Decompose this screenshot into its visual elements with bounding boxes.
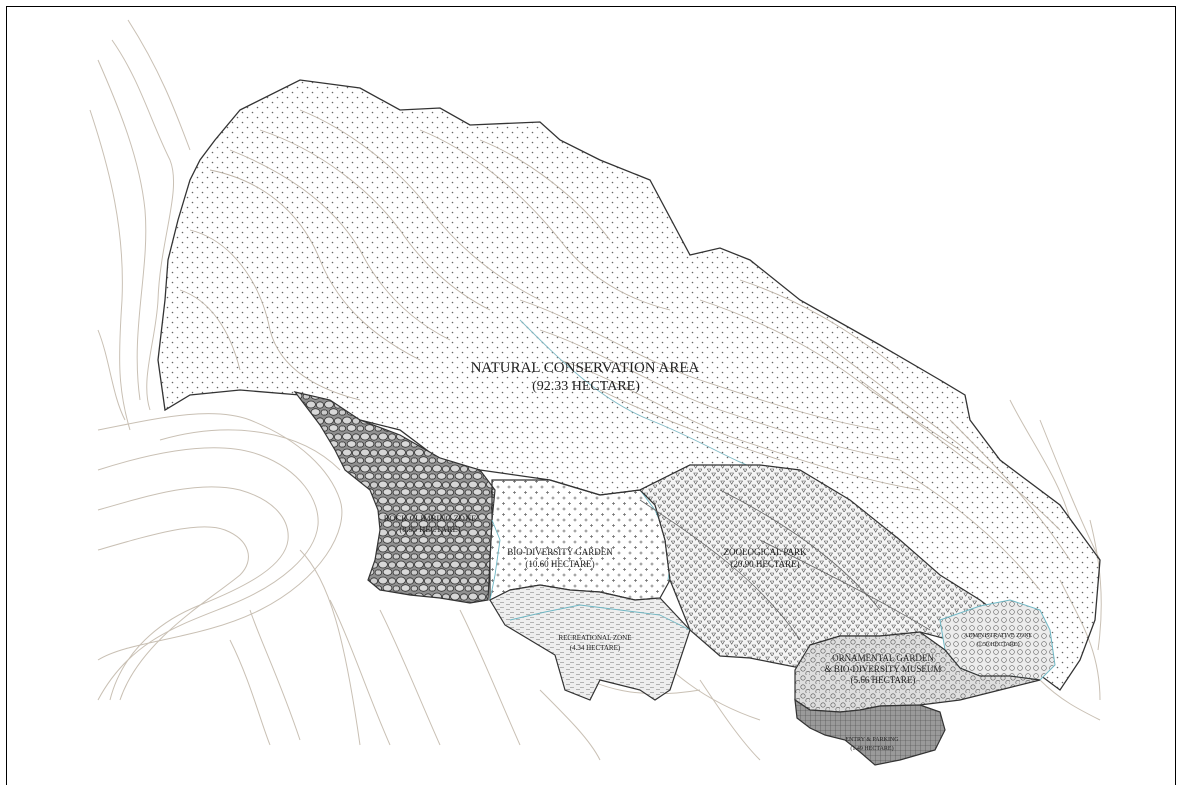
natural-area-internal-boundary [519,319,761,471]
label-entry-name: ENTRY & PARKING [845,737,899,743]
label-biogarden-area: (10.60 HECTARE) [525,559,594,569]
zone-rock-climbing [293,391,496,604]
zone-bio-diversity-garden [489,479,671,601]
zoo-internal-paths [639,489,931,641]
label-entry-area: (1.49 HECTARE) [850,745,893,752]
zone-labels: NATURAL CONSERVATION AREA (92.33 HECTARE… [384,360,1033,752]
label-zoo-area: (20.90 HECTARE) [730,559,799,569]
zone-recreational [489,584,691,701]
label-ornamental-line2: & BIO-DIVERSITY MUSEUM [825,664,942,674]
label-rock-name: ROCK CLIMBING ZONE [384,513,477,523]
label-ornamental-line1: ORNAMENTAL GARDEN [832,653,934,663]
label-recreational-area: (4.34 HECTARE) [570,644,621,652]
zone-entry-parking [794,698,946,766]
label-admin-name: ADMINISTRATIVE ZONE [964,633,1032,639]
label-biogarden-name: BIO-DIVERSITY GARDEN [507,547,613,557]
surrounding-contours [89,19,1102,761]
label-rock-area: (8.95 HECTARE) [399,524,460,534]
label-natural-area: (92.33 HECTARE) [532,379,640,394]
inner-contours [179,109,1071,591]
label-ornamental-area: (5.66 HECTARE) [851,675,916,685]
recreational-inner-boundary [509,604,691,631]
label-recreational-name: RECREATIONAL ZONE [558,634,631,642]
map-frame [6,6,1176,785]
label-natural-name: NATURAL CONSERVATION AREA [471,360,700,376]
label-admin-area: (1.50 HECTARE) [976,641,1019,648]
label-zoo-name: ZOOLOGICAL PARK [723,547,807,557]
